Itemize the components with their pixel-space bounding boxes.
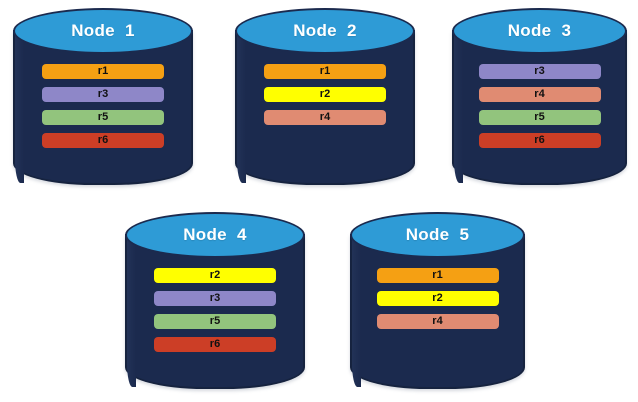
node-label: Node 5 — [405, 225, 470, 244]
replica-bar[interactable]: r3 — [42, 87, 164, 102]
replica-bar[interactable]: r3 — [478, 64, 601, 79]
replica-bar[interactable]: r5 — [154, 314, 276, 329]
cylinder-top — [350, 212, 525, 258]
replica-bar[interactable]: r2 — [154, 268, 276, 283]
node-cylinder-4[interactable]: Node 4 r2 r3 r5 r6 — [125, 212, 305, 389]
replica-bar[interactable]: r3 — [154, 291, 276, 306]
cylinder-body — [235, 30, 415, 185]
replica-bar[interactable]: r5 — [478, 110, 601, 125]
replica-list: r1 r2 r4 — [235, 64, 415, 125]
node-label: Node 3 — [507, 21, 572, 40]
cylinder-body — [350, 234, 525, 389]
node-cylinder-1[interactable]: Node 1 r1 r3 r5 r6 — [13, 8, 193, 185]
replica-bar[interactable]: r4 — [376, 314, 499, 329]
replica-bar[interactable]: r1 — [376, 268, 499, 283]
node-label: Node 4 — [183, 225, 247, 244]
replica-bar[interactable]: r1 — [264, 64, 386, 79]
node-cylinder-2[interactable]: Node 2 r1 r2 r4 — [235, 8, 415, 185]
replica-bar[interactable]: r2 — [376, 291, 499, 306]
replica-bar[interactable]: r2 — [264, 87, 386, 102]
node-cylinder-5[interactable]: Node 5 r1 r2 r4 — [350, 212, 525, 389]
node-cylinder-3[interactable]: Node 3 r3 r4 r5 r6 — [452, 8, 627, 185]
replica-bar[interactable]: r1 — [42, 64, 164, 79]
replica-list: r1 r3 r5 r6 — [13, 64, 193, 148]
node-label: Node 1 — [71, 21, 135, 40]
replica-bar[interactable]: r6 — [42, 133, 164, 148]
replica-bar[interactable]: r6 — [478, 133, 601, 148]
replica-list: r3 r4 r5 r6 — [452, 64, 627, 148]
replica-bar[interactable]: r4 — [264, 110, 386, 125]
cylinder-top — [235, 8, 415, 54]
cylinder-body — [13, 30, 193, 185]
replica-bar[interactable]: r4 — [478, 87, 601, 102]
replica-list: r2 r3 r5 r6 — [125, 268, 305, 352]
cylinder-top — [13, 8, 193, 54]
replica-bar[interactable]: r6 — [154, 337, 276, 352]
replica-list: r1 r2 r4 — [350, 268, 525, 329]
cylinder-body — [452, 30, 627, 185]
cylinder-top — [125, 212, 305, 258]
replica-bar[interactable]: r5 — [42, 110, 164, 125]
node-label: Node 2 — [293, 21, 357, 40]
cylinder-top — [452, 8, 627, 54]
